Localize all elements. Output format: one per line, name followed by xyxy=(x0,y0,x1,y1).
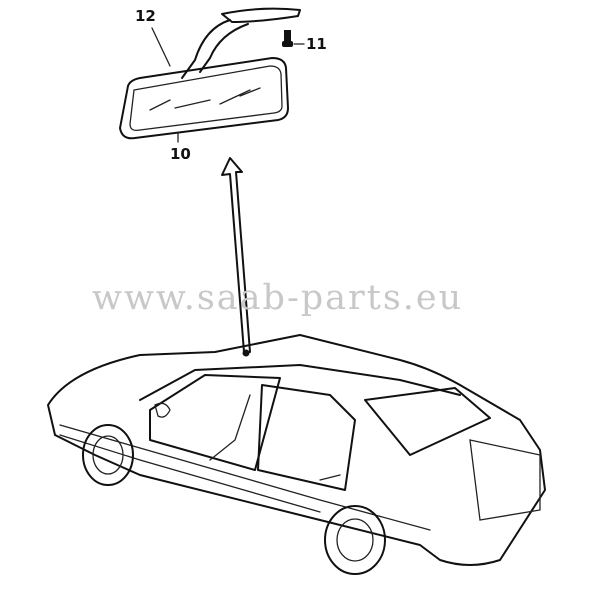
callout-10: 10 xyxy=(170,145,191,163)
car-body xyxy=(47,334,546,575)
rearview-mirror xyxy=(119,7,301,140)
callout-12: 12 xyxy=(135,7,156,25)
screw xyxy=(282,30,305,47)
direction-arrow xyxy=(221,157,251,357)
leader-lines xyxy=(151,27,179,143)
watermark: www.saab-parts.eu xyxy=(92,278,464,318)
callout-11: 11 xyxy=(306,35,327,53)
